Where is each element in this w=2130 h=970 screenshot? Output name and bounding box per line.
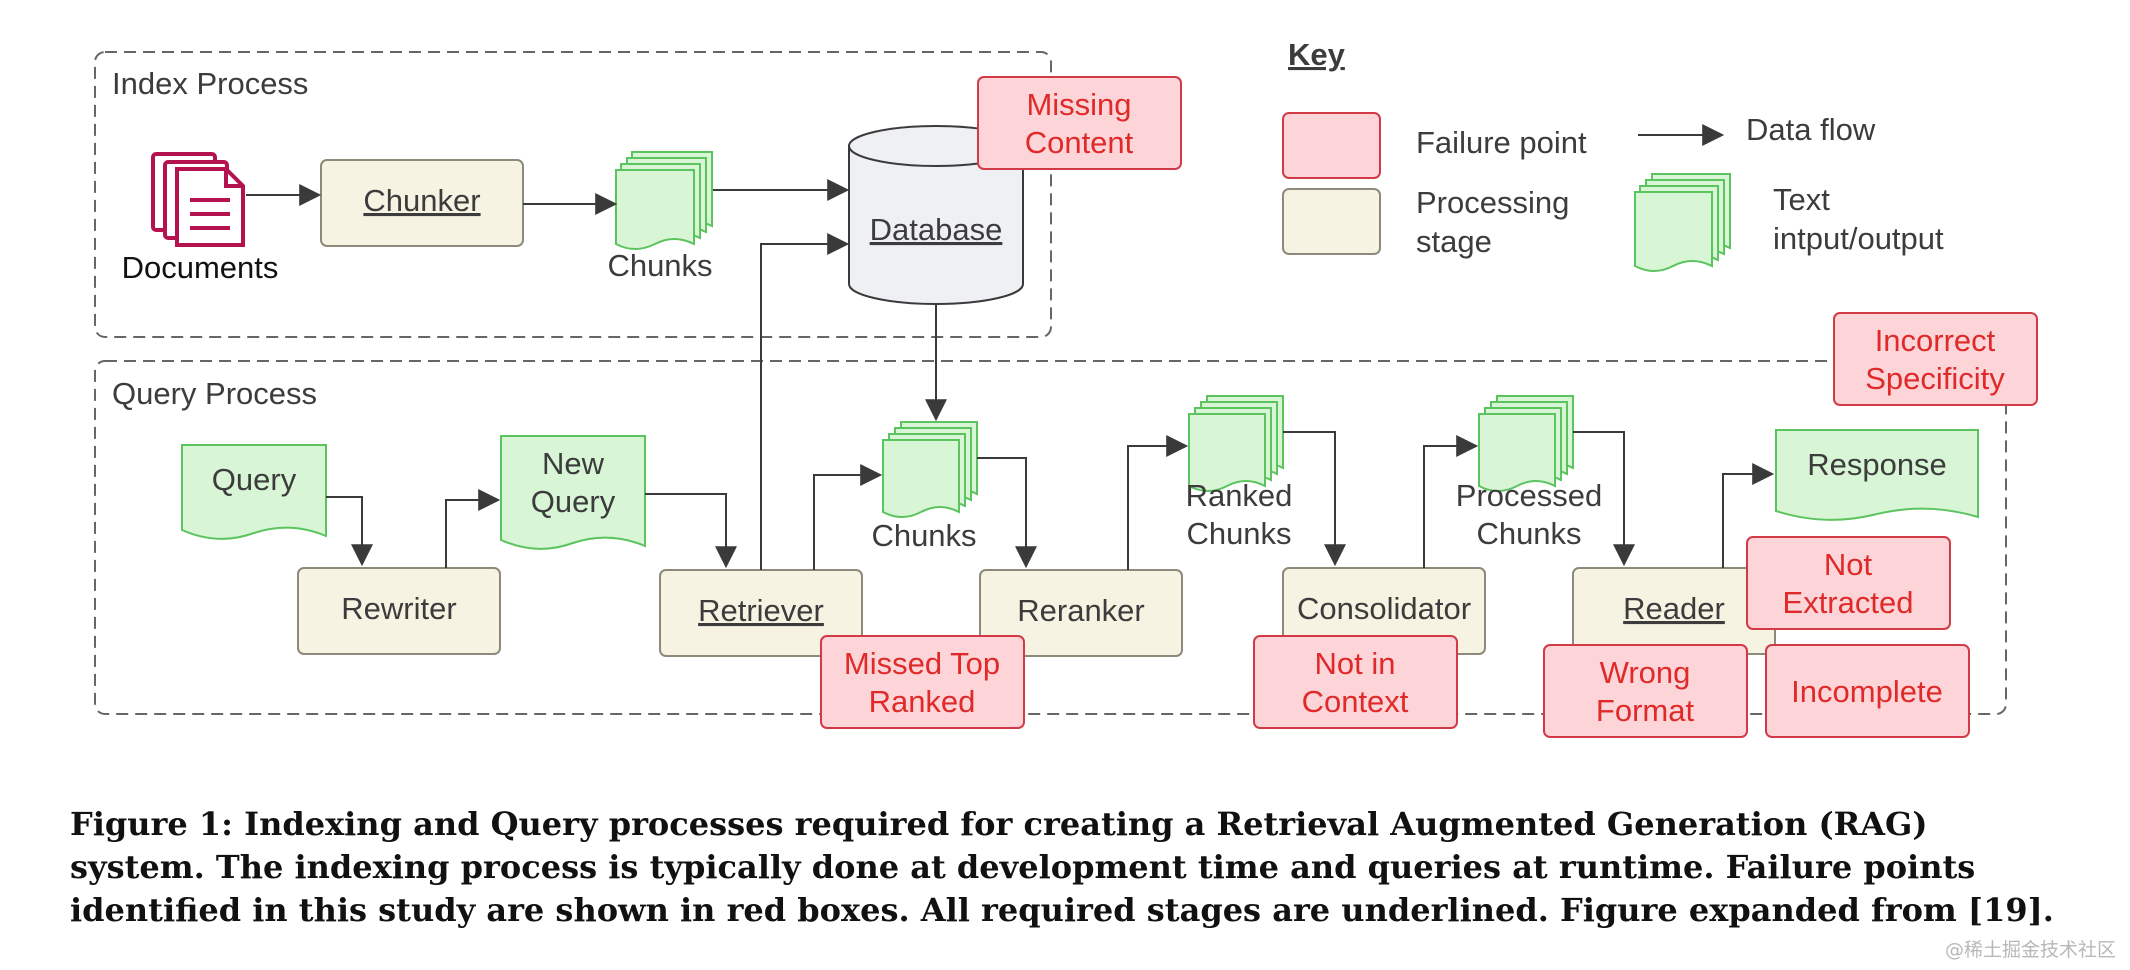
not-extracted-failure [1746,536,1951,630]
incomplete-label: Incomplete [1791,674,1943,709]
missed-top-ranked-label-line1: Missed Top [844,646,1000,681]
query-process-section [94,360,2007,715]
new-query-label-line1: New [542,446,605,481]
missed-top-ranked-label-line2: Ranked [869,684,976,719]
incorrect-specificity-label-line1: Incorrect [1875,323,1996,358]
wrong-format-failure [1543,644,1748,738]
database-label: Database [870,212,1003,247]
not-in-context-failure [1253,635,1458,729]
key-failure-label: Failure point [1416,125,1587,160]
retriever-label: Retriever [698,593,824,628]
processed-chunks-label-line2: Chunks [1476,516,1581,551]
documents-icon [151,152,245,247]
key-failure-swatch [1282,112,1381,179]
incorrect-specificity-label-line2: Specificity [1865,361,2005,396]
consolidator-label: Consolidator [1297,591,1471,626]
ranked-chunks-stack [1188,395,1284,492]
ranked-chunks-label-line1: Ranked [1186,478,1293,513]
watermark: @稀土掘金技术社区 [1944,939,2116,961]
key-text-io-label-line1: Text [1773,182,1830,217]
reranker-stage [979,569,1183,657]
key-text-io-label-line2: intput/output [1773,221,1944,256]
query-chunks-label: Chunks [871,518,976,553]
reranker-label: Reranker [1017,593,1145,628]
key-title: Key [1288,37,1346,72]
query-label: Query [212,462,297,497]
key-text-io-stack [1634,173,1731,272]
missing-content-failure [977,76,1182,170]
new-query-label-line2: Query [531,484,616,519]
index-flow-arrows [246,179,850,215]
figure-caption: Figure 1: Indexing and Query processes r… [70,805,2054,929]
chunker-label: Chunker [363,183,480,218]
wrong-format-label-line2: Format [1596,693,1695,728]
query-chunks-stack [882,421,978,518]
response-label: Response [1807,447,1947,482]
query-flow-arrows [326,233,1775,570]
key-dataflow-label: Data flow [1746,112,1876,147]
not-in-context-label-line1: Not in [1315,646,1396,681]
rewriter-label: Rewriter [341,591,456,626]
key-stage-label-line2: stage [1416,224,1492,259]
missed-top-ranked-failure [820,635,1025,729]
processed-chunks-stack [1478,395,1574,492]
incorrect-specificity-failure [1833,312,2038,406]
not-extracted-label-line1: Not [1824,547,1873,582]
missing-content-label-line2: Content [1025,125,1134,160]
documents-label: Documents [122,250,279,285]
key-stage-label-line1: Processing [1416,185,1569,220]
key-stage-swatch [1282,188,1381,255]
query-text-io [181,444,327,540]
incomplete-failure [1765,644,1970,738]
index-process-label: Index Process [112,66,308,101]
not-extracted-label-line2: Extracted [1783,585,1914,620]
wrong-format-label-line1: Wrong [1600,655,1691,690]
index-chunks-label: Chunks [607,248,712,283]
query-process-label: Query Process [112,376,317,411]
not-in-context-label-line2: Context [1302,684,1409,719]
index-process-section [94,51,1052,338]
new-query-text-io [500,435,646,550]
response-text-io [1775,429,1979,521]
reader-label: Reader [1623,591,1725,626]
ranked-chunks-label-line2: Chunks [1186,516,1291,551]
processed-chunks-label-line1: Processed [1456,478,1602,513]
missing-content-label-line1: Missing [1026,87,1131,122]
index-chunks-stack [615,151,713,250]
rewriter-stage [297,567,501,655]
